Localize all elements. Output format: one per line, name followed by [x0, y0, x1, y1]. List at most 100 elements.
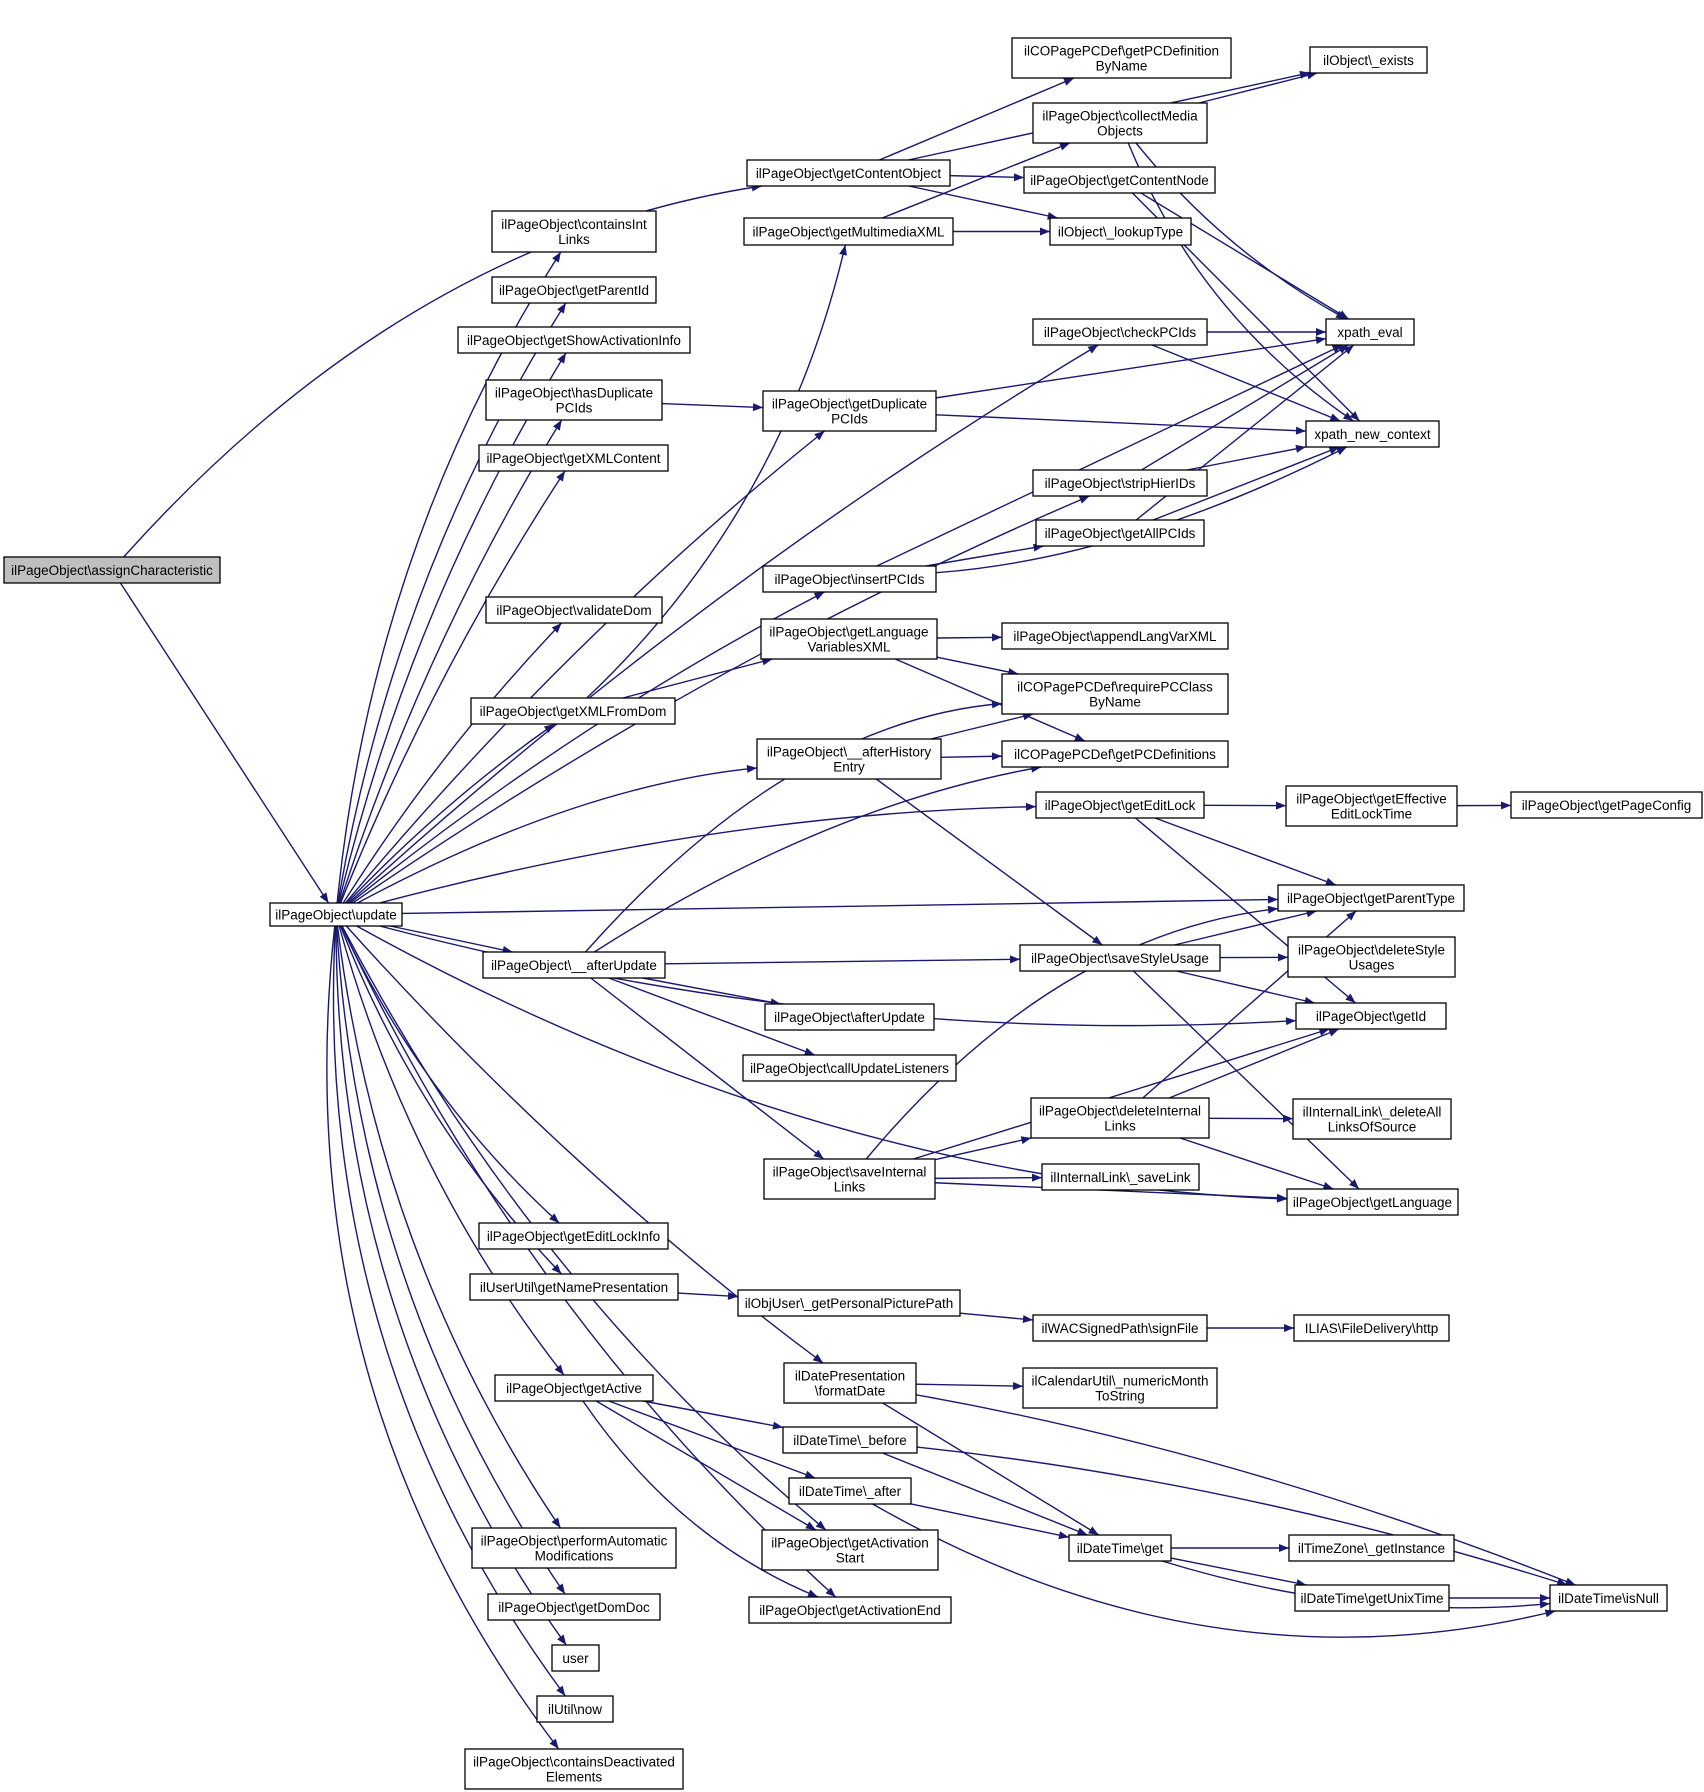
node-box	[485, 379, 663, 421]
node-getEditLockInfo[interactable]: ilPageObject\getEditLockInfo	[478, 1222, 669, 1250]
node-label: ToString	[1095, 1389, 1145, 1404]
node-dtGet[interactable]: ilDateTime\get	[1068, 1534, 1172, 1562]
node-getPCDefs[interactable]: ilCOPagePCDef\getPCDefinitions	[1001, 740, 1229, 768]
node-label: Links	[558, 232, 590, 247]
node-label: ilPageObject\deleteStyle	[1298, 943, 1445, 958]
node-getInstance[interactable]: ilTimeZone\_getInstance	[1288, 1534, 1455, 1562]
node-checkPCIds[interactable]: ilPageObject\checkPCIds	[1032, 318, 1208, 346]
node-getContentObject[interactable]: ilPageObject\getContentObject	[746, 159, 951, 187]
node-saveLink[interactable]: ilInternalLink\_saveLink	[1041, 1163, 1200, 1191]
node-getUnixTime[interactable]: ilDateTime\getUnixTime	[1294, 1584, 1450, 1612]
node-label: ilPageObject\stripHierIDs	[1045, 476, 1196, 491]
node-stripHierIDs[interactable]: ilPageObject\stripHierIDs	[1032, 469, 1208, 497]
node-getPersPic[interactable]: ilObjUser\_getPersonalPicturePath	[737, 1289, 961, 1317]
node-isNull[interactable]: ilDateTime\isNull	[1549, 1584, 1668, 1612]
node-afterUpdateInt[interactable]: ilPageObject\__afterUpdate	[482, 951, 666, 979]
node-getMultimediaXML[interactable]: ilPageObject\getMultimediaXML	[743, 217, 954, 246]
node-assignChar[interactable]: ilPageObject\assignCharacteristic	[3, 556, 221, 584]
node-before[interactable]: ilDateTime\_before	[782, 1426, 918, 1454]
edge-formatDate-to-dtGet	[882, 1402, 1100, 1536]
edge-update-to-getEditLockInfo	[340, 925, 560, 1224]
node-saveStyleUsage[interactable]: ilPageObject\saveStyleUsage	[1019, 944, 1221, 972]
node-box	[748, 1596, 952, 1624]
node-signFile[interactable]: ilWACSignedPath\signFile	[1032, 1314, 1208, 1342]
node-box	[1032, 469, 1208, 497]
node-insertPCIds[interactable]: ilPageObject\insertPCIds	[762, 565, 937, 593]
arrowhead-update-to-checkPCIds	[1087, 345, 1099, 354]
node-getAllPCIds[interactable]: ilPageObject\getAllPCIds	[1035, 519, 1205, 547]
node-label: ilDateTime\get	[1077, 1541, 1164, 1556]
node-perfAutoMod[interactable]: ilPageObject\performAutomaticModificatio…	[471, 1527, 677, 1569]
node-utilNow[interactable]: ilUtil\now	[536, 1695, 614, 1723]
node-box	[783, 1362, 917, 1404]
node-box	[1032, 318, 1208, 346]
node-formatDate[interactable]: ilDatePresentation\formatDate	[783, 1362, 917, 1404]
node-callUpdListeners[interactable]: ilPageObject\callUpdateListeners	[742, 1054, 957, 1082]
node-getDomDoc[interactable]: ilPageObject\getDomDoc	[487, 1593, 661, 1621]
node-getNamePres[interactable]: ilUserUtil\getNamePresentation	[469, 1273, 679, 1301]
arrowhead-update-to-user	[557, 1634, 567, 1645]
arrowhead-formatDate-to-numericMonth	[1012, 1382, 1023, 1391]
node-getPageConfig[interactable]: ilPageObject\getPageConfig	[1510, 791, 1703, 819]
node-box	[1309, 46, 1428, 74]
node-getContentNode[interactable]: ilPageObject\getContentNode	[1023, 166, 1216, 194]
node-getActEnd[interactable]: ilPageObject\getActivationEnd	[748, 1596, 952, 1624]
node-after[interactable]: ilDateTime\_after	[788, 1477, 912, 1505]
node-validateDom[interactable]: ilPageObject\validateDom	[485, 596, 663, 624]
node-getId[interactable]: ilPageObject\getId	[1295, 1002, 1447, 1030]
node-http[interactable]: ILIAS\FileDelivery\http	[1293, 1314, 1450, 1342]
node-getParentType[interactable]: ilPageObject\getParentType	[1277, 884, 1465, 912]
node-getShowActInfo[interactable]: ilPageObject\getShowActivationInfo	[457, 326, 691, 354]
node-getLanguage[interactable]: ilPageObject\getLanguage	[1286, 1188, 1459, 1216]
node-exists[interactable]: ilObject\_exists	[1309, 46, 1428, 74]
node-box	[1049, 217, 1192, 246]
arrowhead-insertPCIds-to-xpathNewCtx	[1336, 447, 1347, 456]
edge-insertPCIds-to-getAllPCIds	[925, 545, 1044, 567]
edge-dtGet-to-getUnixTime	[1170, 1557, 1307, 1586]
edge-getEditLock-to-getParentType	[1154, 817, 1337, 886]
node-getEditLock[interactable]: ilPageObject\getEditLock	[1035, 791, 1205, 819]
node-label: ilPageObject\afterUpdate	[774, 1010, 925, 1025]
node-getXMLContent[interactable]: ilPageObject\getXMLContent	[478, 444, 669, 472]
edge-afterHistEntry-to-saveStyleUsage	[875, 778, 1103, 946]
node-label: ilPageObject\assignCharacteristic	[11, 563, 213, 578]
node-label: ilPageObject\getActivation	[771, 1536, 929, 1551]
node-user[interactable]: user	[551, 1644, 600, 1672]
node-lookupType[interactable]: ilObject\_lookupType	[1049, 217, 1192, 246]
node-label: Start	[836, 1551, 865, 1566]
node-box	[1030, 1097, 1210, 1139]
node-box	[478, 444, 669, 472]
node-afterUpdate[interactable]: ilPageObject\afterUpdate	[764, 1003, 935, 1031]
node-getXMLFromDom[interactable]: ilPageObject\getXMLFromDom	[470, 697, 676, 725]
node-getParentId[interactable]: ilPageObject\getParentId	[491, 276, 657, 304]
edge-getActive-to-before	[642, 1400, 784, 1429]
node-label: ilInternalLink\_saveLink	[1050, 1170, 1191, 1185]
arrowhead-deleteIntLinks-to-getId	[1328, 1029, 1340, 1037]
node-box	[742, 1054, 957, 1082]
node-xpathEval[interactable]: xpath_eval	[1325, 318, 1415, 346]
arrowhead-update-to-getParentId	[557, 303, 566, 314]
node-xpathNewCtx[interactable]: xpath_new_context	[1305, 420, 1440, 448]
node-box	[487, 1593, 661, 1621]
node-update[interactable]: ilPageObject\update	[269, 902, 403, 927]
node-appendLangVarXML[interactable]: ilPageObject\appendLangVarXML	[1001, 622, 1229, 650]
node-label: \formatDate	[815, 1384, 886, 1399]
node-box	[1011, 37, 1232, 79]
node-getActive[interactable]: ilPageObject\getActive	[494, 1374, 654, 1402]
